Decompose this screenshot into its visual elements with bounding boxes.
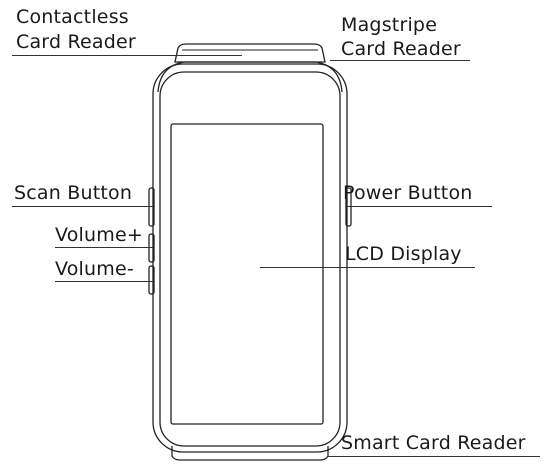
label-volume-down: Volume- (55, 258, 134, 280)
lcd-screen (170, 123, 324, 425)
label-volume-up: Volume+ (55, 224, 143, 246)
leader-magstripe (330, 60, 470, 61)
power-button-shape (345, 187, 352, 227)
scan-button-shape (148, 187, 155, 227)
leader-smart-card (328, 456, 540, 457)
smart-card-slot (171, 446, 329, 461)
leader-contactless (12, 55, 242, 56)
volume-down-shape (148, 265, 155, 295)
label-magstripe-line1: Magstripe (341, 14, 438, 36)
device-body-inner (159, 71, 341, 447)
label-magstripe-line2: Card Reader (341, 38, 461, 60)
label-contactless-line2: Card Reader (16, 31, 136, 53)
device-top-shoulder (157, 61, 343, 93)
leader-lcd-display (260, 267, 475, 268)
magstripe-slot (174, 43, 326, 63)
label-power-button: Power Button (343, 182, 473, 204)
leader-power-button (347, 206, 492, 207)
volume-up-shape (148, 233, 155, 263)
leader-scan-button (12, 206, 153, 207)
label-smart-card-reader: Smart Card Reader (341, 432, 526, 454)
label-lcd-display: LCD Display (345, 243, 462, 265)
label-scan-button: Scan Button (14, 182, 133, 204)
label-contactless-line1: Contactless (16, 6, 129, 28)
leader-volume-up (55, 247, 153, 248)
device-body-outer (152, 63, 348, 453)
leader-volume-down (55, 281, 153, 282)
